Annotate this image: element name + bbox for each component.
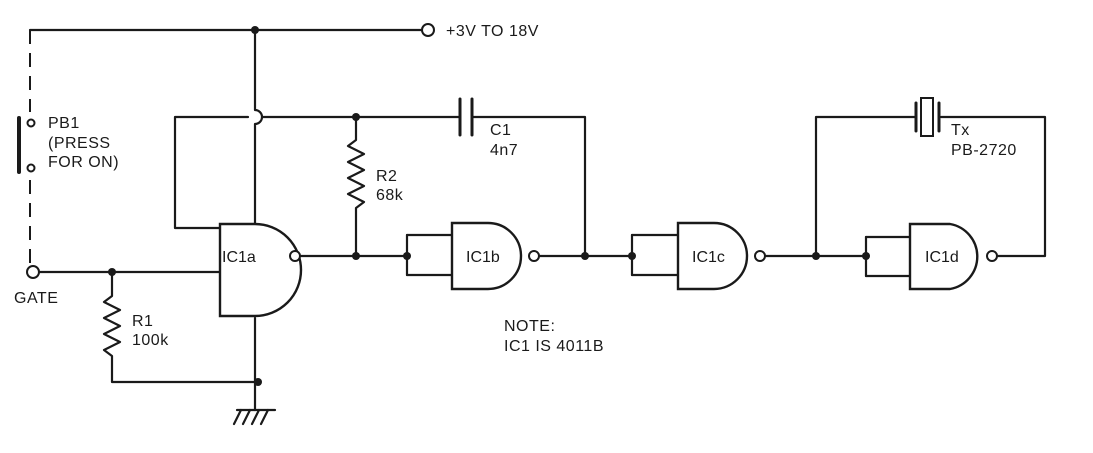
gate-ic1b-label: IC1b xyxy=(466,249,500,266)
c1-name: C1 xyxy=(490,122,511,139)
supply-terminal xyxy=(421,23,435,37)
transducer-tx: Tx PB-2720 xyxy=(914,97,1017,159)
gate-terminal xyxy=(26,265,40,279)
nand-gate-ic1b: IC1b xyxy=(450,221,540,291)
ground-symbol xyxy=(232,408,277,426)
tx-name: Tx xyxy=(951,122,970,139)
note-line2: IC1 IS 4011B xyxy=(504,338,604,355)
supply-to-ground-line xyxy=(253,28,264,412)
c1-value: 4n7 xyxy=(490,142,518,159)
pb1-note-line1: (PRESS xyxy=(48,135,111,152)
capacitor-c1: C1 4n7 xyxy=(458,97,518,159)
r2-value: 68k xyxy=(376,187,404,204)
pb1-name: PB1 xyxy=(48,115,80,132)
pushbutton-pb1: PB1 (PRESS FOR ON) xyxy=(17,30,119,266)
gate-ic1a-label: IC1a xyxy=(222,249,256,266)
r1-value: 100k xyxy=(132,332,169,349)
gate-input: GATE xyxy=(14,265,222,307)
note-line1: NOTE: xyxy=(504,318,555,335)
supply-rail: +3V TO 18V xyxy=(28,23,539,40)
r2-name: R2 xyxy=(376,168,397,185)
nand-gate-ic1d: IC1d xyxy=(908,222,998,291)
note: NOTE: IC1 IS 4011B xyxy=(504,318,604,355)
pb1-note-line2: FOR ON) xyxy=(48,154,119,171)
gate-ic1c-label: IC1c xyxy=(692,249,725,266)
resistor-r2: R2 68k xyxy=(346,115,404,260)
gate-label: GATE xyxy=(14,290,58,307)
feedback-wire xyxy=(173,113,587,258)
supply-label: +3V TO 18V xyxy=(446,23,539,40)
wire-b-to-c xyxy=(537,233,680,277)
nand-gate-ic1c: IC1c xyxy=(676,221,766,291)
r1-name: R1 xyxy=(132,313,153,330)
wire-a-to-b xyxy=(298,233,454,277)
resistor-r1: R1 100k xyxy=(102,270,260,384)
nand-gate-ic1a: IC1a xyxy=(218,222,303,318)
wire-c-to-d xyxy=(763,115,918,278)
gate-ic1d-label: IC1d xyxy=(925,249,959,266)
wire-d-to-tx xyxy=(939,115,1047,258)
tx-part: PB-2720 xyxy=(951,142,1017,159)
